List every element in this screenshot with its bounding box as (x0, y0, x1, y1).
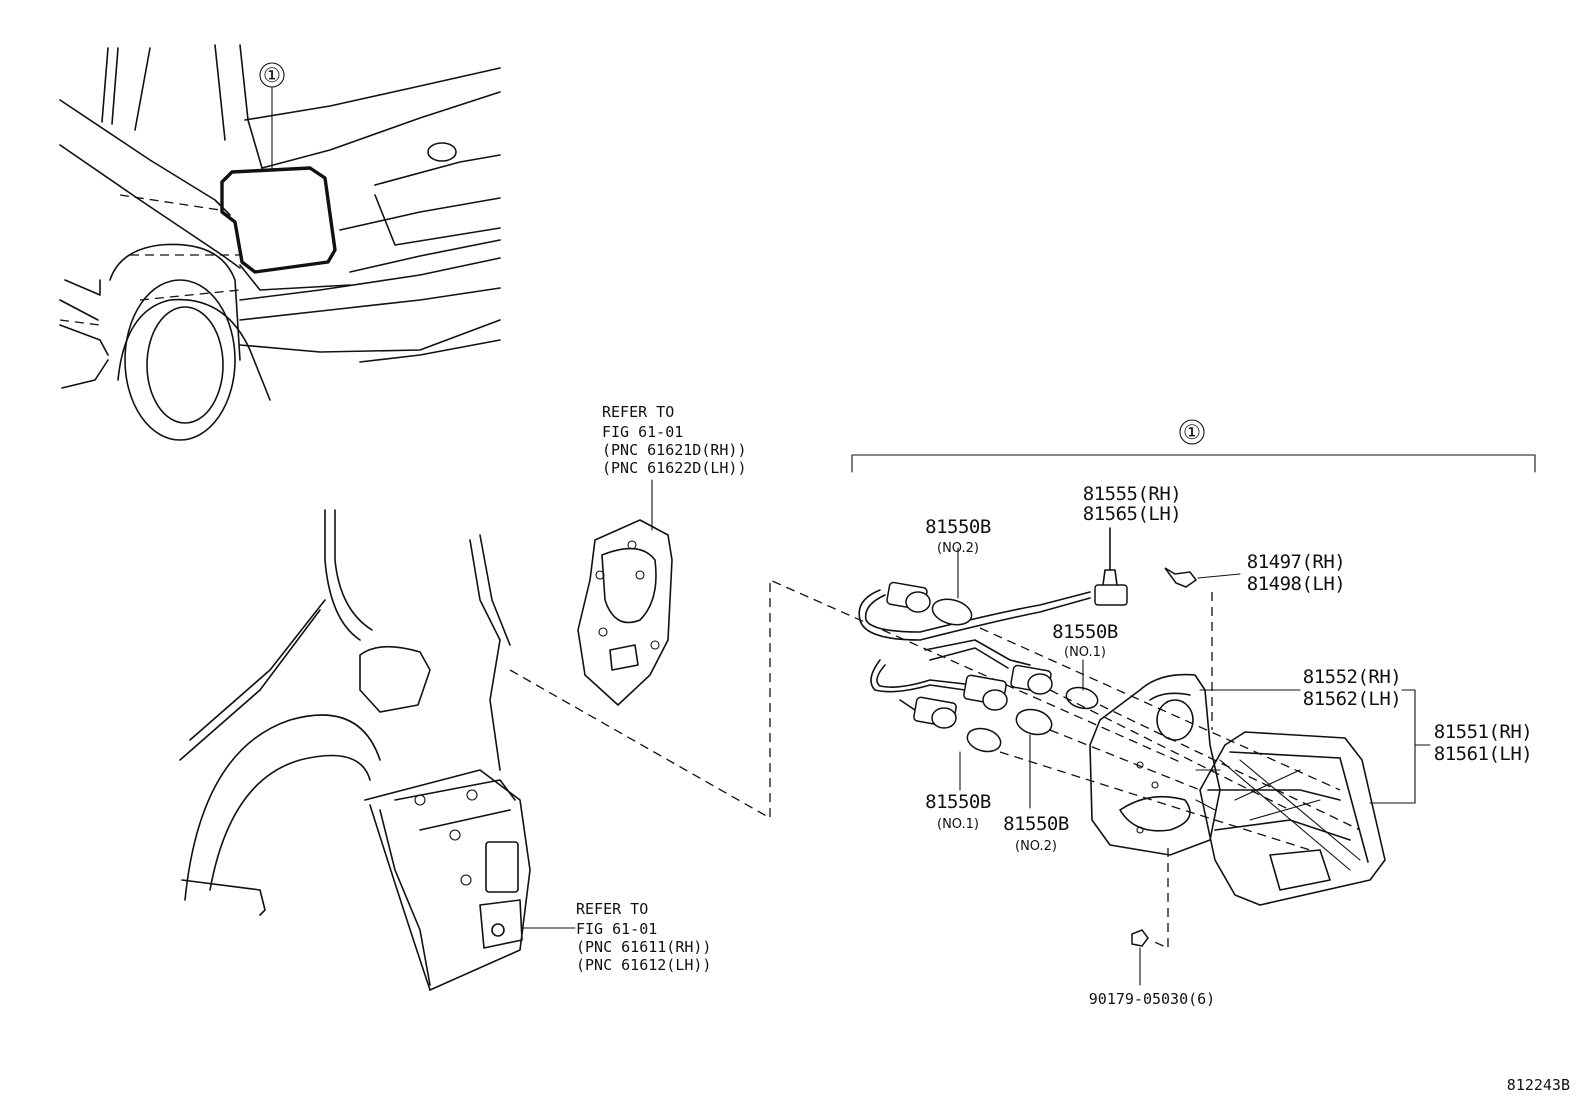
label-nut: 90179-05030(6) (1089, 990, 1215, 1008)
socket-center (1010, 664, 1053, 695)
svg-text:①: ① (1183, 420, 1201, 444)
label-bulb-no2-lower: 81550B (NO.2) (1003, 813, 1069, 854)
socket-lower-left (913, 696, 957, 729)
svg-text:81551(RH): 81551(RH) (1434, 721, 1532, 743)
svg-text:81497(RH): 81497(RH) (1247, 551, 1345, 573)
gasket (1089, 673, 1301, 856)
svg-text:(NO.2): (NO.2) (937, 541, 979, 556)
svg-text:81550B: 81550B (925, 516, 991, 538)
bulb-no1-lower (959, 727, 1002, 791)
socket-wire-connector (1094, 527, 1128, 606)
callout-marker-vehicle: ① (259, 62, 285, 88)
quarter-panel (179, 509, 576, 991)
svg-text:81552(RH): 81552(RH) (1303, 666, 1401, 688)
label-socket-wire: 81555(RH) 81565(LH) (1083, 483, 1182, 525)
svg-text:(PNC 61621D(RH)): (PNC 61621D(RH)) (602, 441, 747, 459)
wire-harness (858, 589, 1091, 711)
refer-upper-note: REFER TO FIG 61-01 (PNC 61621D(RH)) (PNC… (602, 403, 747, 477)
svg-text:81550B: 81550B (1003, 813, 1069, 835)
svg-text:FIG 61-01: FIG 61-01 (602, 423, 683, 441)
svg-text:(PNC 61611(RH)): (PNC 61611(RH)) (576, 938, 711, 956)
svg-text:81565(LH): 81565(LH) (1083, 503, 1181, 525)
label-lamp-assy: 81551(RH) 81561(LH) (1434, 721, 1533, 765)
tail-lamp-assembly (1195, 731, 1386, 906)
svg-text:①: ① (263, 63, 281, 87)
svg-text:81550B: 81550B (1052, 621, 1118, 643)
svg-text:REFER TO: REFER TO (576, 900, 648, 918)
nut-part (1131, 848, 1169, 986)
socket-lower-mid (963, 674, 1008, 711)
svg-text:(NO.1): (NO.1) (937, 817, 979, 832)
svg-text:90179-05030(6): 90179-05030(6) (1089, 990, 1215, 1008)
label-clip: 81497(RH) 81498(LH) (1247, 551, 1346, 595)
svg-text:(NO.1): (NO.1) (1064, 645, 1106, 660)
figure-code: 812243B (1507, 1076, 1570, 1094)
svg-text:(PNC 61622D(LH)): (PNC 61622D(LH)) (602, 459, 747, 477)
svg-text:81561(LH): 81561(LH) (1434, 743, 1532, 765)
vehicle-rear-view (59, 44, 501, 441)
svg-text:(PNC 61612(LH)): (PNC 61612(LH)) (576, 956, 711, 974)
label-bulb-no2-upper: 81550B (NO.2) (925, 516, 991, 556)
refer-lower-note: REFER TO FIG 61-01 (PNC 61611(RH)) (PNC … (576, 900, 711, 974)
assembly-bracket: ① (851, 419, 1536, 473)
svg-text:81562(LH): 81562(LH) (1303, 688, 1401, 710)
svg-text:81555(RH): 81555(RH) (1083, 483, 1181, 505)
svg-text:REFER TO: REFER TO (602, 403, 674, 421)
socket-no2-upper (886, 581, 931, 613)
svg-text:81498(LH): 81498(LH) (1247, 573, 1345, 595)
label-gasket: 81552(RH) 81562(LH) (1303, 666, 1402, 710)
svg-text:FIG 61-01: FIG 61-01 (576, 920, 657, 938)
label-bulb-no1-lower: 81550B (NO.1) (925, 791, 991, 832)
lamp-assy-bracket (1369, 689, 1431, 804)
svg-text:(NO.2): (NO.2) (1015, 839, 1057, 854)
clip-part (1164, 567, 1241, 730)
bulb-no2-lower (1015, 708, 1053, 809)
svg-text:81550B: 81550B (925, 791, 991, 813)
mounting-bracket (577, 479, 673, 706)
label-bulb-no1-center: 81550B (NO.1) (1052, 621, 1118, 660)
bulb-no2-upper (931, 547, 973, 626)
